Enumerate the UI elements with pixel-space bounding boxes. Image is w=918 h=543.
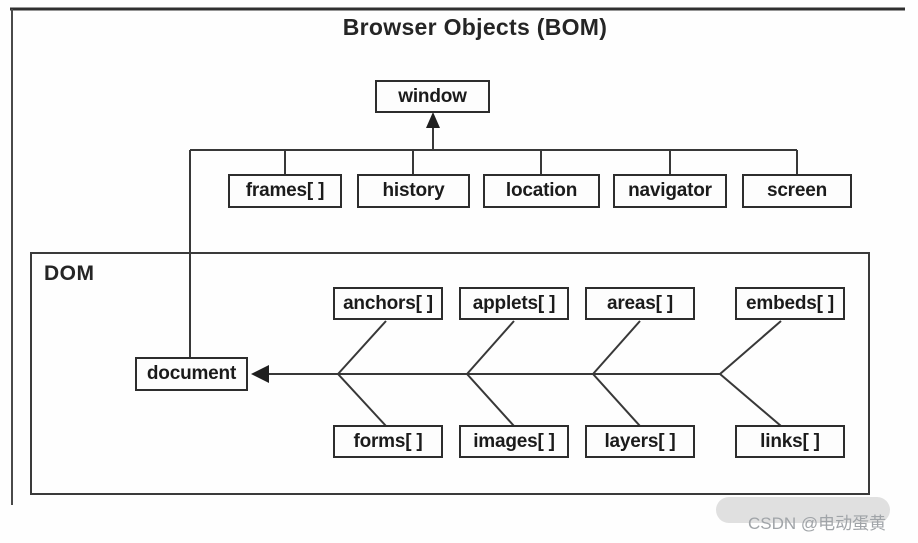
images-branch-line <box>466 373 515 427</box>
node-applets: applets[ ] <box>459 287 569 320</box>
node-embeds: embeds[ ] <box>735 287 845 320</box>
dom-label: DOM <box>44 262 95 285</box>
node-window: window <box>375 80 490 113</box>
anchors-branch-line <box>337 320 387 375</box>
areas-branch-line <box>592 320 641 375</box>
node-location: location <box>483 174 600 208</box>
watermark-blob <box>716 497 890 523</box>
links-branch-line <box>719 373 782 427</box>
applets-branch-line <box>466 320 515 375</box>
node-screen: screen <box>742 174 852 208</box>
dom-container: DOM <box>30 252 870 495</box>
document-arrow-head-icon <box>251 365 269 383</box>
node-document: document <box>135 357 248 391</box>
forms-branch-line <box>337 373 387 427</box>
embeds-branch-line <box>719 320 782 375</box>
node-frames: frames[ ] <box>228 174 342 208</box>
node-anchors: anchors[ ] <box>333 287 443 320</box>
node-areas: areas[ ] <box>585 287 695 320</box>
node-layers: layers[ ] <box>585 425 695 458</box>
diagram-title: Browser Objects (BOM) <box>342 14 608 40</box>
node-forms: forms[ ] <box>333 425 443 458</box>
node-links: links[ ] <box>735 425 845 458</box>
layers-branch-line <box>592 373 641 427</box>
node-history: history <box>357 174 470 208</box>
window-arrow-head-icon <box>426 112 440 128</box>
node-navigator: navigator <box>613 174 727 208</box>
watermark-text: CSDN @电动蛋黄 <box>748 514 887 533</box>
node-images: images[ ] <box>459 425 569 458</box>
